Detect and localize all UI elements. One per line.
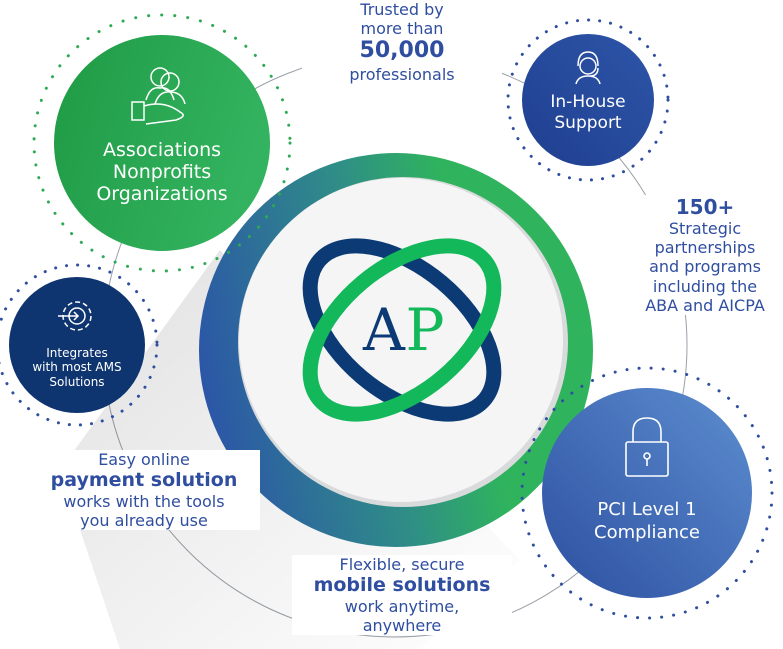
partnerships-callout: 150+ Strategic partnerships and programs… — [625, 195, 783, 315]
label-line: Compliance — [594, 522, 700, 544]
ap-logo: A P — [302, 238, 502, 422]
pci-label: PCI Level 1 Compliance — [547, 498, 747, 545]
label-line: PCI Level 1 — [597, 499, 697, 520]
callout-line: professionals — [349, 64, 455, 84]
label-line: with most AMS — [32, 360, 122, 375]
logo-letter-a: A — [362, 296, 406, 364]
associations-label: Associations Nonprofits Organizations — [62, 139, 262, 206]
callout-line: Flexible, secure — [339, 555, 465, 574]
logo-letter-p: P — [405, 296, 444, 364]
label-line: Nonprofits — [112, 160, 212, 183]
label-line: In-House — [550, 92, 626, 112]
gear-arrow-icon — [58, 301, 92, 331]
callout-highlight: mobile solutions — [313, 574, 491, 597]
headset-icon — [575, 51, 601, 85]
support-label: In-House Support — [518, 92, 658, 135]
callout-number: 50,000 — [359, 38, 445, 64]
callout-number: 150+ — [675, 195, 735, 219]
callout-highlight: payment solution — [50, 469, 238, 492]
callout-line: Easy online — [98, 450, 190, 469]
label-line: Support — [554, 113, 622, 134]
label-line: Integrates — [46, 346, 108, 360]
associations-circle — [54, 35, 270, 251]
callout-line: including the — [652, 276, 758, 296]
dotted-ring — [506, 18, 670, 182]
integrates-circle — [9, 277, 145, 413]
payment-callout: Easy online payment solution works with … — [28, 450, 260, 531]
callout-line: work anytime, — [344, 596, 460, 616]
callout-line: works with the tools — [63, 491, 225, 511]
label-line: Associations — [102, 139, 222, 161]
label-line: Organizations — [96, 182, 228, 205]
callout-line: Strategic — [668, 219, 742, 238]
callout-line: partnerships — [654, 238, 756, 258]
trusted-callout: Trusted by more than 50,000 professional… — [302, 0, 502, 84]
integrates-label: Integrates with most AMS Solutions — [7, 346, 147, 389]
dotted-ring — [520, 366, 774, 620]
callout-line: ABA and AICPA — [645, 295, 765, 315]
dotted-ring — [32, 13, 292, 273]
dotted-ring — [0, 263, 159, 427]
callout-line: more than — [360, 19, 444, 39]
callout-line: you already use — [80, 511, 208, 531]
pci-circle — [542, 388, 752, 598]
callout-line: Trusted by — [360, 0, 444, 19]
mobile-callout: Flexible, secure mobile solutions work a… — [292, 555, 512, 636]
label-line: Solutions — [49, 374, 105, 389]
support-circle — [522, 34, 654, 166]
padlock-icon — [625, 417, 669, 477]
callout-line: and programs — [649, 257, 761, 277]
people-hand-icon — [131, 67, 186, 125]
callout-line: anywhere — [362, 616, 442, 636]
